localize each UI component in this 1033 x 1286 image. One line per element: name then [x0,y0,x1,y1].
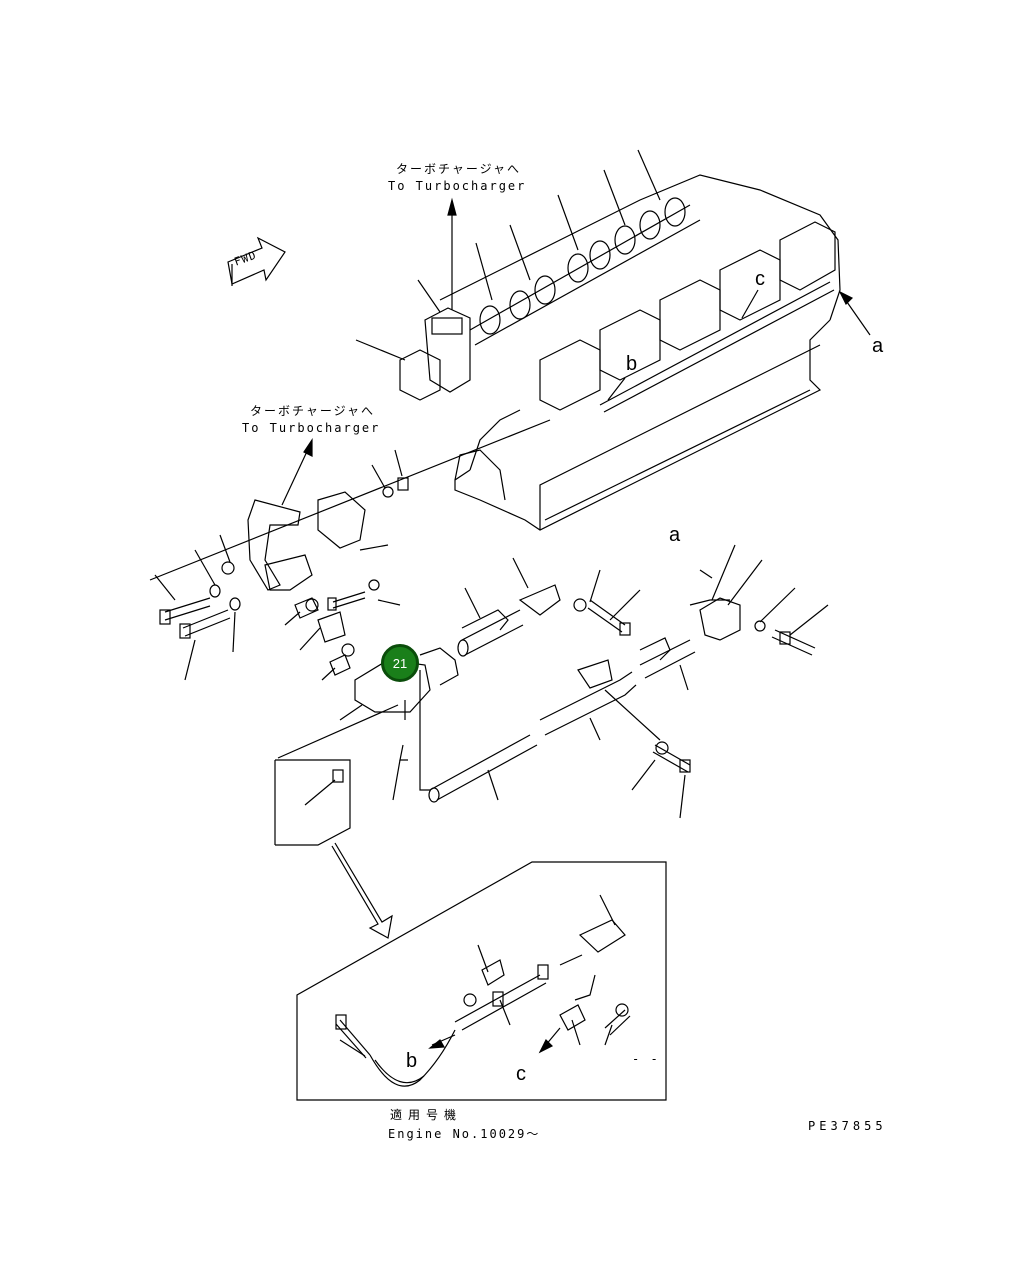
turbo-arrow-mid [281,438,313,506]
ref-c-top: c [755,268,765,290]
drawing-number: PE37855 [808,1119,887,1133]
detail-box-small [274,704,399,846]
engine-block [355,149,841,531]
fwd-arrow-icon [227,236,286,286]
callout-21[interactable]: 21 [381,644,419,682]
harness-line [149,419,551,581]
detail-arrow [331,842,393,939]
turbo-arrow-top [447,197,457,310]
nut-set [371,449,409,498]
pipe-assembly [392,544,829,819]
label-turbo-mid-en: To Turbocharger [242,421,381,435]
small-parts-middle [284,544,401,721]
bolt-set-left [154,534,241,681]
ref-b-inset: b [406,1050,418,1072]
ref-a-top: a [872,335,884,357]
ref-a-mid: a [669,524,681,546]
elbow-pipe [247,491,366,591]
ref-c-inset: c [516,1063,526,1085]
label-turbo-top-en: To Turbocharger [388,179,527,193]
ref-b-top: b [626,353,638,375]
applicable-jp: 適用号機 [390,1108,463,1122]
label-turbo-top-jp: ターボチャージャへ [396,162,522,176]
detail-dash: - - [632,1052,660,1066]
detail-inset [296,861,667,1101]
label-turbo-mid-jp: ターボチャージャへ [250,404,376,418]
applicable-en: Engine No.10029～ [388,1127,541,1141]
